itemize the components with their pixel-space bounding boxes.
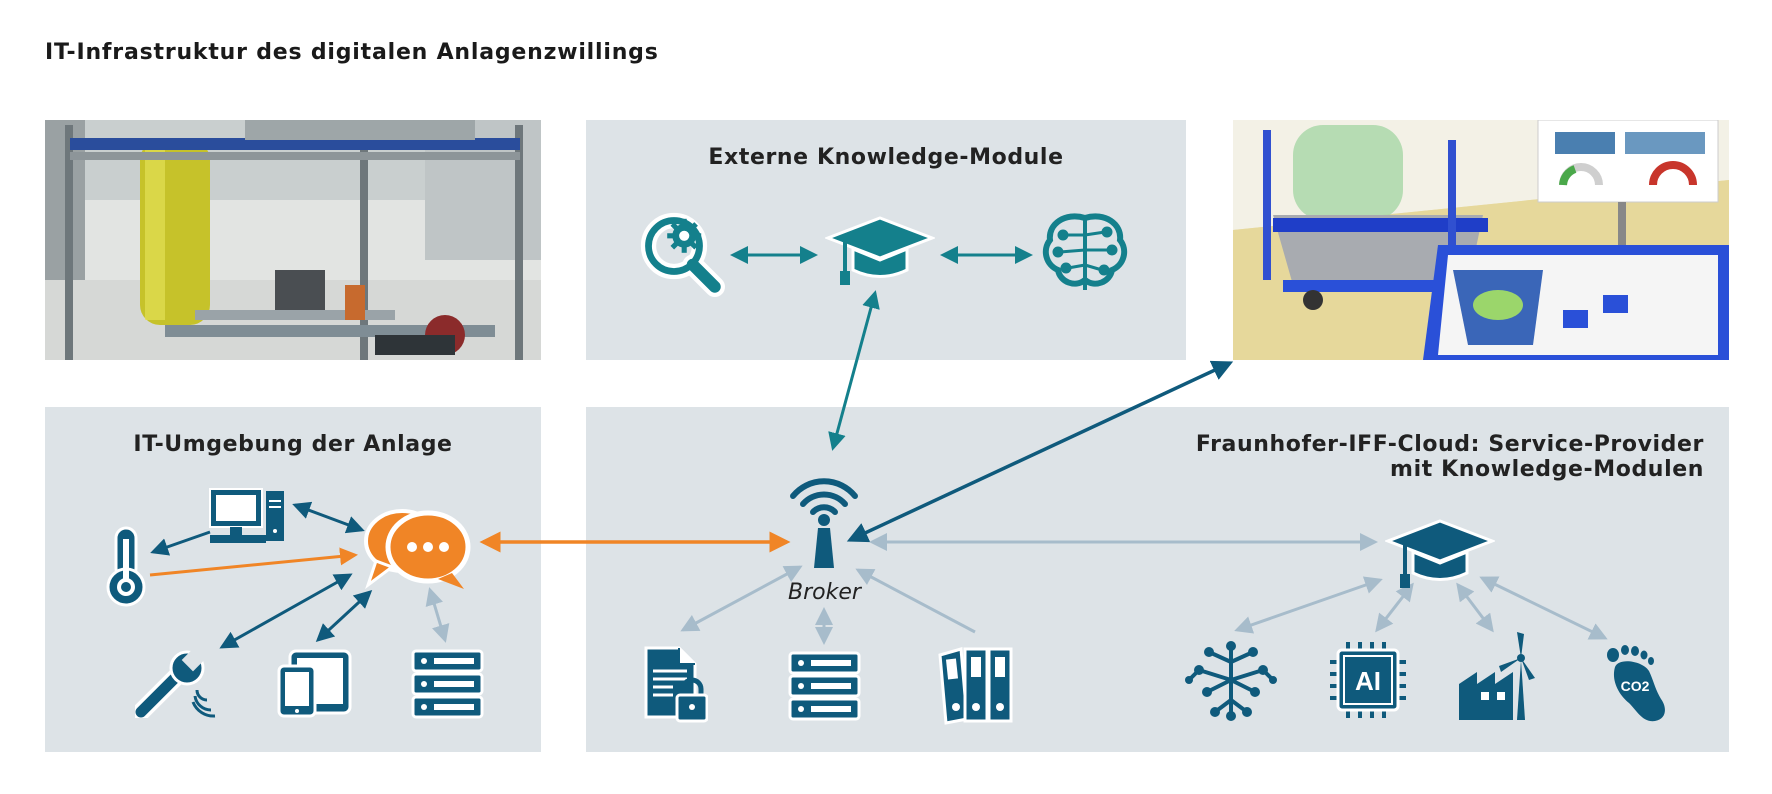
co2-footprint-icon: CO2	[1605, 645, 1670, 725]
arrow-cap-broker	[828, 290, 880, 451]
network-tree-icon	[1185, 640, 1277, 722]
plant-panel-title: IT-Umgebung der Anlage	[133, 432, 453, 457]
ai-chip-label: AI	[1355, 666, 1381, 696]
search-gear-icon	[640, 212, 725, 297]
server-icon	[787, 650, 862, 722]
broker-label: Broker	[788, 580, 861, 605]
ai-chip-icon: AI	[1328, 640, 1408, 720]
antenna-broker-icon	[785, 460, 863, 570]
brain-circuit-icon	[1040, 210, 1130, 295]
arrow-computer-chat	[292, 501, 365, 534]
arrow-thermo-chat	[149, 547, 358, 577]
graduation-cap-icon	[825, 215, 935, 290]
chat-bubbles-icon	[362, 505, 472, 590]
binders-icon	[937, 645, 1015, 725]
co2-label: CO2	[1621, 678, 1650, 694]
arrow-cap-ai	[1375, 582, 1414, 633]
plant-photo	[45, 120, 541, 360]
graduation-cap-icon	[1385, 518, 1495, 593]
arrow-broker-doc	[680, 565, 803, 632]
arrow-cap-tree	[1234, 576, 1383, 634]
external-panel-title: Externe Knowledge-Module	[708, 145, 1064, 170]
arrow-chat-tablet	[315, 589, 373, 643]
arrow-computer-thermo	[150, 530, 211, 556]
cloud-panel-title-line2: mit Knowledge-Modulen	[1390, 457, 1704, 482]
locked-document-icon	[643, 645, 708, 725]
arrow-binders-broker	[855, 568, 976, 634]
arrow-chat-wrench	[219, 573, 353, 649]
factory-wind-icon	[1455, 632, 1535, 722]
tablet-icon	[276, 648, 354, 720]
thermometer-icon	[100, 525, 152, 607]
digital-twin-screenshot	[1233, 120, 1729, 360]
page-title: IT-Infrastruktur des digitalen Anlagenzw…	[45, 40, 659, 65]
computer-icon	[208, 487, 288, 547]
cloud-panel-title-line1: Fraunhofer-IFF-Cloud: Service-Provider	[1195, 432, 1704, 457]
arrow-cap-footprint	[1479, 576, 1608, 640]
server-icon	[410, 648, 485, 720]
wrench-sensor-icon	[135, 650, 225, 718]
arrow-broker-twin	[846, 360, 1234, 543]
arrow-chat-server	[425, 587, 450, 643]
